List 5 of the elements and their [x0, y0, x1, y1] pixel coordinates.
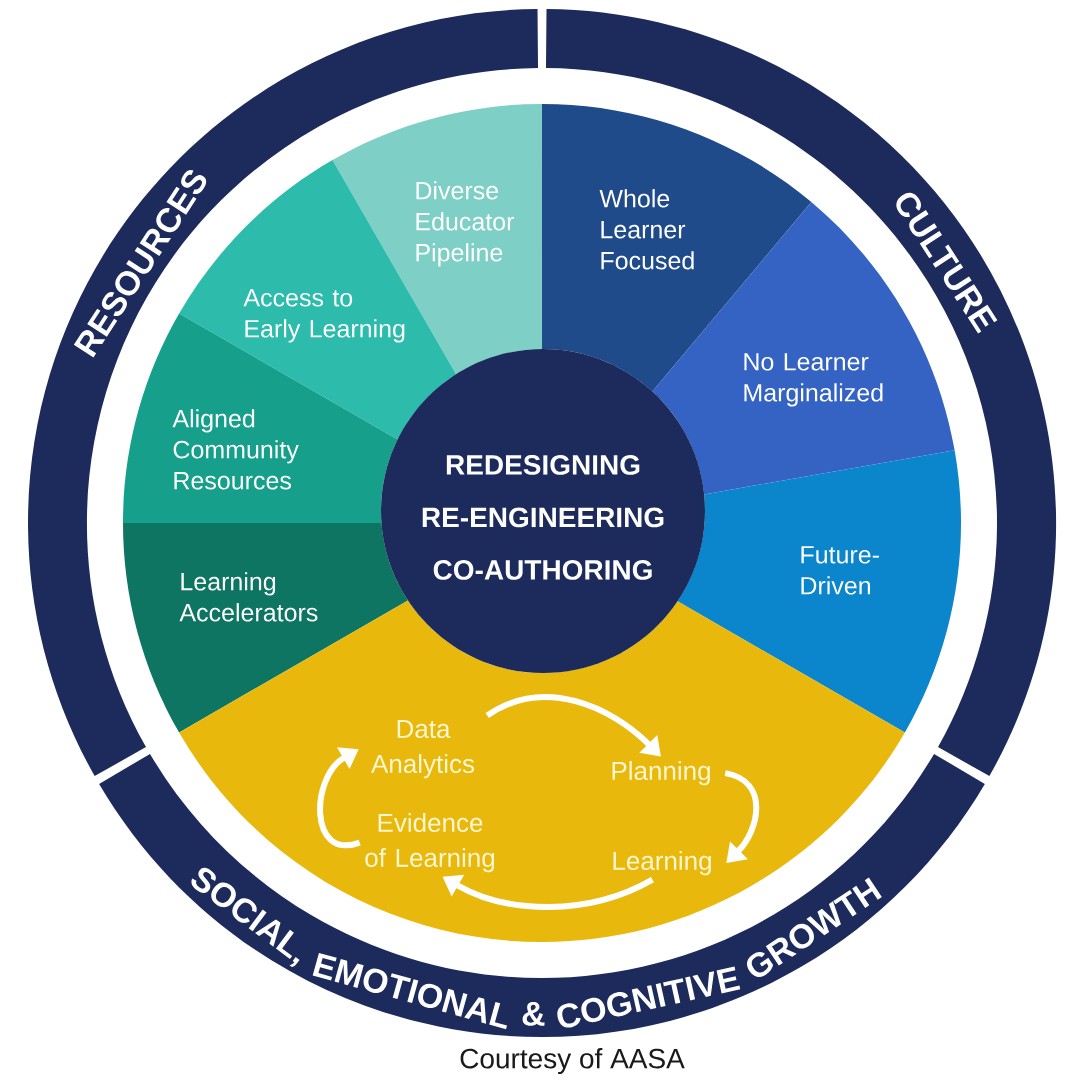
caption: Courtesy of AASA	[460, 1047, 685, 1075]
step-label: Learning	[613, 850, 711, 876]
curved-arrow	[724, 770, 760, 863]
step-label: Evidence of Learning	[365, 812, 495, 873]
pie-wedge: Future-Driven	[677, 450, 961, 733]
